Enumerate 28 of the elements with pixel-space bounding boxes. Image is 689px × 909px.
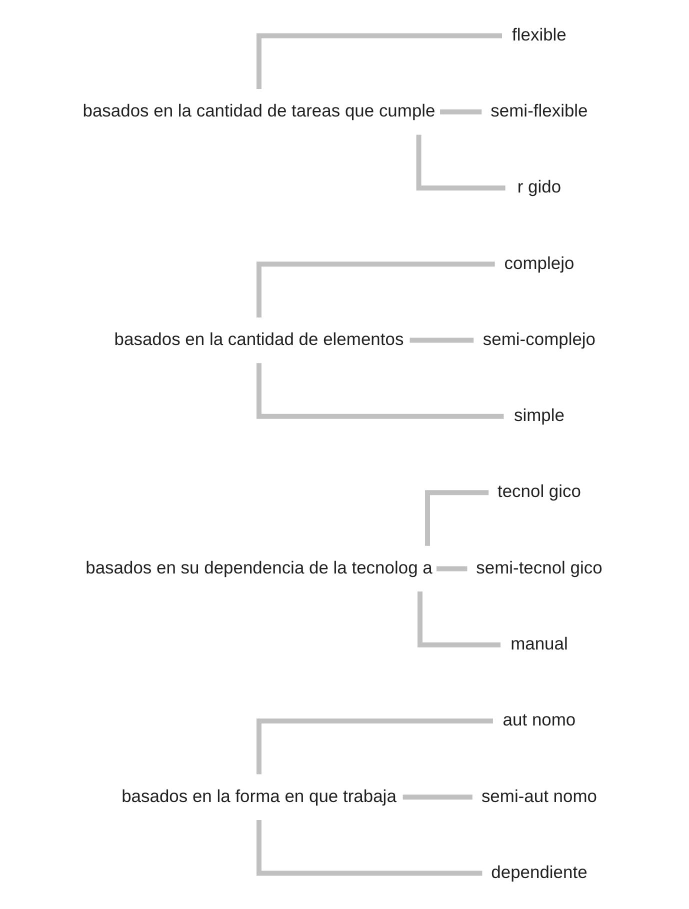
node-text: flexible [512,24,566,44]
node-text: semi-tecnol gico [476,557,602,578]
node-text: basados en la cantidad de elementos [114,328,404,349]
connector [418,592,501,648]
connector [410,338,474,343]
node-text: complejo [504,252,574,273]
node-text: simple [514,405,564,426]
connector [256,363,504,419]
node-text: basados en la forma en que trabaja [122,786,396,806]
node-text: r gido [517,176,562,197]
node-text: dependiente [491,862,588,882]
connector [256,262,495,318]
node-text: manual [510,633,568,654]
node-text: basados en la cantidad de tareas que cumple [82,100,436,120]
connector [256,820,482,876]
connector [436,566,468,572]
node-text: semi-complejo [482,328,596,349]
node-text: aut nomo [502,710,576,730]
node-text: semi-aut nomo [481,786,598,806]
connector [425,490,489,546]
node-text: tecnol gico [497,481,581,502]
node-text: basados en su dependencia de la tecnolog a [86,557,432,578]
node-text: semi-flexible [490,100,588,120]
connector [440,109,482,114]
connector [416,134,506,190]
connector [256,718,493,774]
connector [402,794,472,800]
connector [256,33,502,89]
